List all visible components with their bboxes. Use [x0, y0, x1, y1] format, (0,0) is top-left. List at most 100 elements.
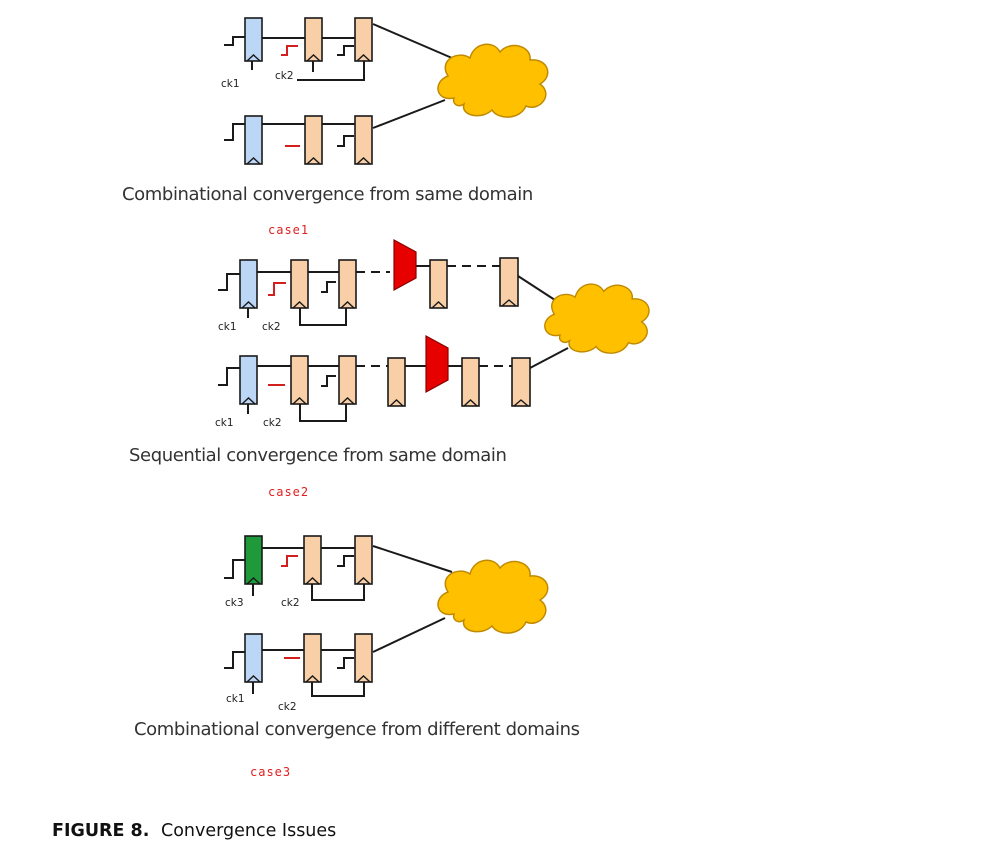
clock-triangle: [340, 397, 355, 405]
case2-tag: case2: [268, 485, 309, 499]
case1-top-row: [224, 23, 453, 81]
flip-flop: [461, 357, 480, 407]
clock-wire: [311, 682, 365, 697]
combinational-logic-cloud: [437, 43, 549, 118]
clock-triangle: [246, 54, 261, 62]
input-waveform: [218, 273, 240, 291]
clock-triangle: [292, 397, 307, 405]
clock-label-ck1: ck1: [218, 321, 237, 333]
clock-triangle: [356, 577, 371, 585]
clock-wire: [299, 404, 347, 422]
clock-waveform: [337, 45, 354, 56]
flip-flop: [354, 633, 373, 683]
clock-waveform: [337, 135, 354, 147]
flip-flop: [304, 115, 323, 165]
flip-flop: [338, 259, 357, 309]
clock-label-ck1: ck1: [215, 417, 234, 429]
input-waveform: [224, 651, 245, 669]
clock-label-ck2: ck2: [278, 701, 297, 713]
case1-bottom-row: [224, 99, 446, 147]
case1-group: ck1 ck2 Combinational convergence from s…: [122, 17, 549, 237]
flip-flop: [303, 535, 322, 585]
clock-waveform: [321, 375, 336, 387]
red-clock-signal: [268, 282, 286, 296]
input-waveform: [224, 36, 245, 46]
flip-flop: [429, 259, 448, 309]
flip-flop: [290, 355, 309, 405]
flip-flop: [354, 535, 373, 585]
flip-flop: [290, 259, 309, 309]
flip-flop: [303, 633, 322, 683]
clock-label-ck3: ck3: [225, 597, 244, 609]
clock-triangle: [356, 54, 371, 62]
clock-label-ck2: ck2: [263, 417, 282, 429]
wire: [372, 23, 453, 59]
combinational-logic-cloud: [437, 559, 549, 634]
clock-triangle: [241, 397, 256, 405]
flip-flop: [499, 257, 519, 307]
flip-flop-ck1: [239, 355, 258, 405]
clock-triangle: [246, 577, 261, 585]
case2-top-row: [218, 265, 559, 326]
case2-bottom-row: [218, 347, 569, 422]
input-waveform: [224, 123, 245, 141]
clock-triangle: [292, 301, 307, 309]
case3-group: ck3 ck2 ck1 ck2 Combinational convergenc…: [134, 535, 580, 779]
case2-group: ck1 ck2 ck1 ck2: [129, 238, 650, 499]
clock-label-ck1: ck1: [226, 693, 245, 705]
wire: [529, 347, 569, 369]
wire: [517, 275, 559, 303]
clock-triangle: [501, 299, 517, 307]
red-clock-signal: [281, 45, 298, 56]
case1-tag: case1: [268, 223, 309, 237]
clock-wire: [297, 60, 365, 81]
clock-triangle: [246, 157, 261, 165]
mux-shape: [393, 238, 417, 292]
clock-triangle: [306, 54, 321, 62]
clock-triangle: [246, 675, 261, 683]
flip-flop: [354, 115, 373, 165]
flip-flop: [387, 357, 406, 407]
clock-triangle: [356, 157, 371, 165]
flip-flop-ck1: [244, 17, 263, 62]
clock-label-ck1: ck1: [221, 78, 240, 90]
flip-flop: [304, 17, 323, 62]
case3-caption: Combinational convergence from different…: [134, 719, 580, 740]
wire: [372, 99, 446, 129]
figure-title: Convergence Issues: [161, 821, 336, 841]
figure-number: FIGURE 8.: [52, 821, 149, 841]
mux-shape: [425, 334, 449, 394]
clock-triangle: [305, 675, 320, 683]
clock-label-ck2: ck2: [281, 597, 300, 609]
clock-triangle: [431, 301, 446, 309]
input-waveform: [218, 367, 240, 386]
flip-flop: [354, 17, 373, 62]
case3-top-row: [224, 545, 453, 601]
clock-wire: [299, 308, 347, 326]
flip-flop: [511, 357, 531, 407]
flip-flop-ck3: [244, 535, 263, 585]
clock-label-ck2: ck2: [275, 70, 294, 82]
flip-flop: [338, 355, 357, 405]
case1-caption: Combinational convergence from same doma…: [122, 184, 533, 205]
clock-triangle: [463, 399, 478, 407]
wire: [372, 545, 453, 573]
clock-waveform: [337, 555, 354, 567]
clock-triangle: [356, 675, 371, 683]
figure-caption: FIGURE 8. Convergence Issues: [52, 821, 336, 841]
case3-tag: case3: [250, 765, 291, 779]
flip-flop-ck1: [244, 115, 263, 165]
combinational-logic-cloud: [544, 283, 650, 354]
clock-triangle: [241, 301, 256, 309]
clock-triangle: [306, 157, 321, 165]
clock-triangle: [389, 399, 404, 407]
input-waveform: [224, 559, 245, 579]
clock-triangle: [340, 301, 355, 309]
clock-waveform: [337, 657, 354, 669]
clock-triangle: [513, 399, 529, 407]
red-clock-signal: [281, 555, 298, 567]
flip-flop-ck1: [239, 259, 258, 309]
clock-triangle: [305, 577, 320, 585]
clock-waveform: [321, 281, 336, 293]
